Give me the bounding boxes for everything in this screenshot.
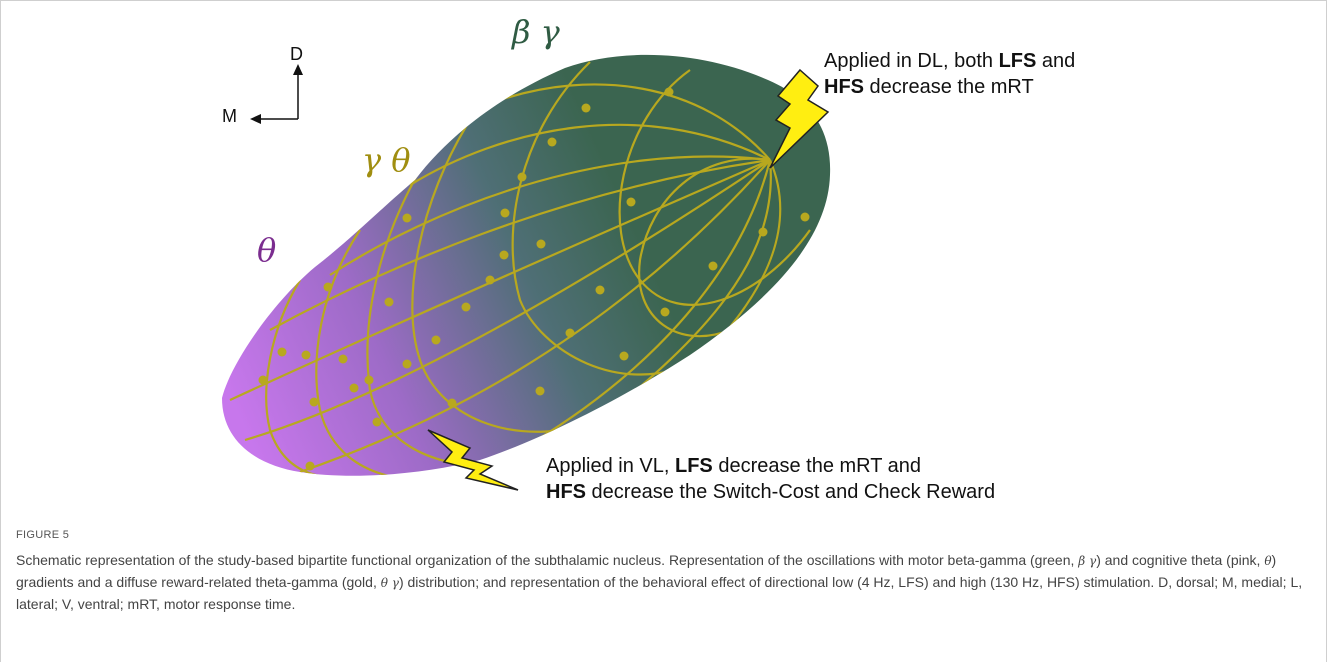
dl-annotation-line2: HFS decrease the mRT [824,76,1034,98]
dl-annotation-line1: Applied in DL, both LFS and [824,50,1076,72]
vl-annotation: Applied in VL, LFS decrease the mRT and … [546,453,995,505]
vl-annotation-line2: HFS decrease the Switch-Cost and Check R… [546,481,996,503]
vl-annotation-line1: Applied in VL, LFS decrease the mRT and [546,455,922,477]
theta-label: θ [257,231,277,269]
dl-annotation: Applied in DL, both LFS and HFS decrease… [824,48,1075,100]
beta-gamma-label: β γ [512,13,560,51]
dorsal-label: D [290,44,303,64]
stn-schematic [222,54,831,491]
gamma-theta-label: γ θ [362,141,411,179]
reward-grid-nodes [258,87,810,471]
figure-label: FIGURE 5 [16,529,70,541]
orientation-axes [258,72,299,120]
stn-body [222,54,831,476]
medial-label: M [222,106,237,126]
dl-lightning-icon [769,68,830,169]
figure-caption: Schematic representation of the study-ba… [16,552,1303,612]
reward-grid-lines [229,61,811,476]
vl-lightning-icon [427,429,519,491]
